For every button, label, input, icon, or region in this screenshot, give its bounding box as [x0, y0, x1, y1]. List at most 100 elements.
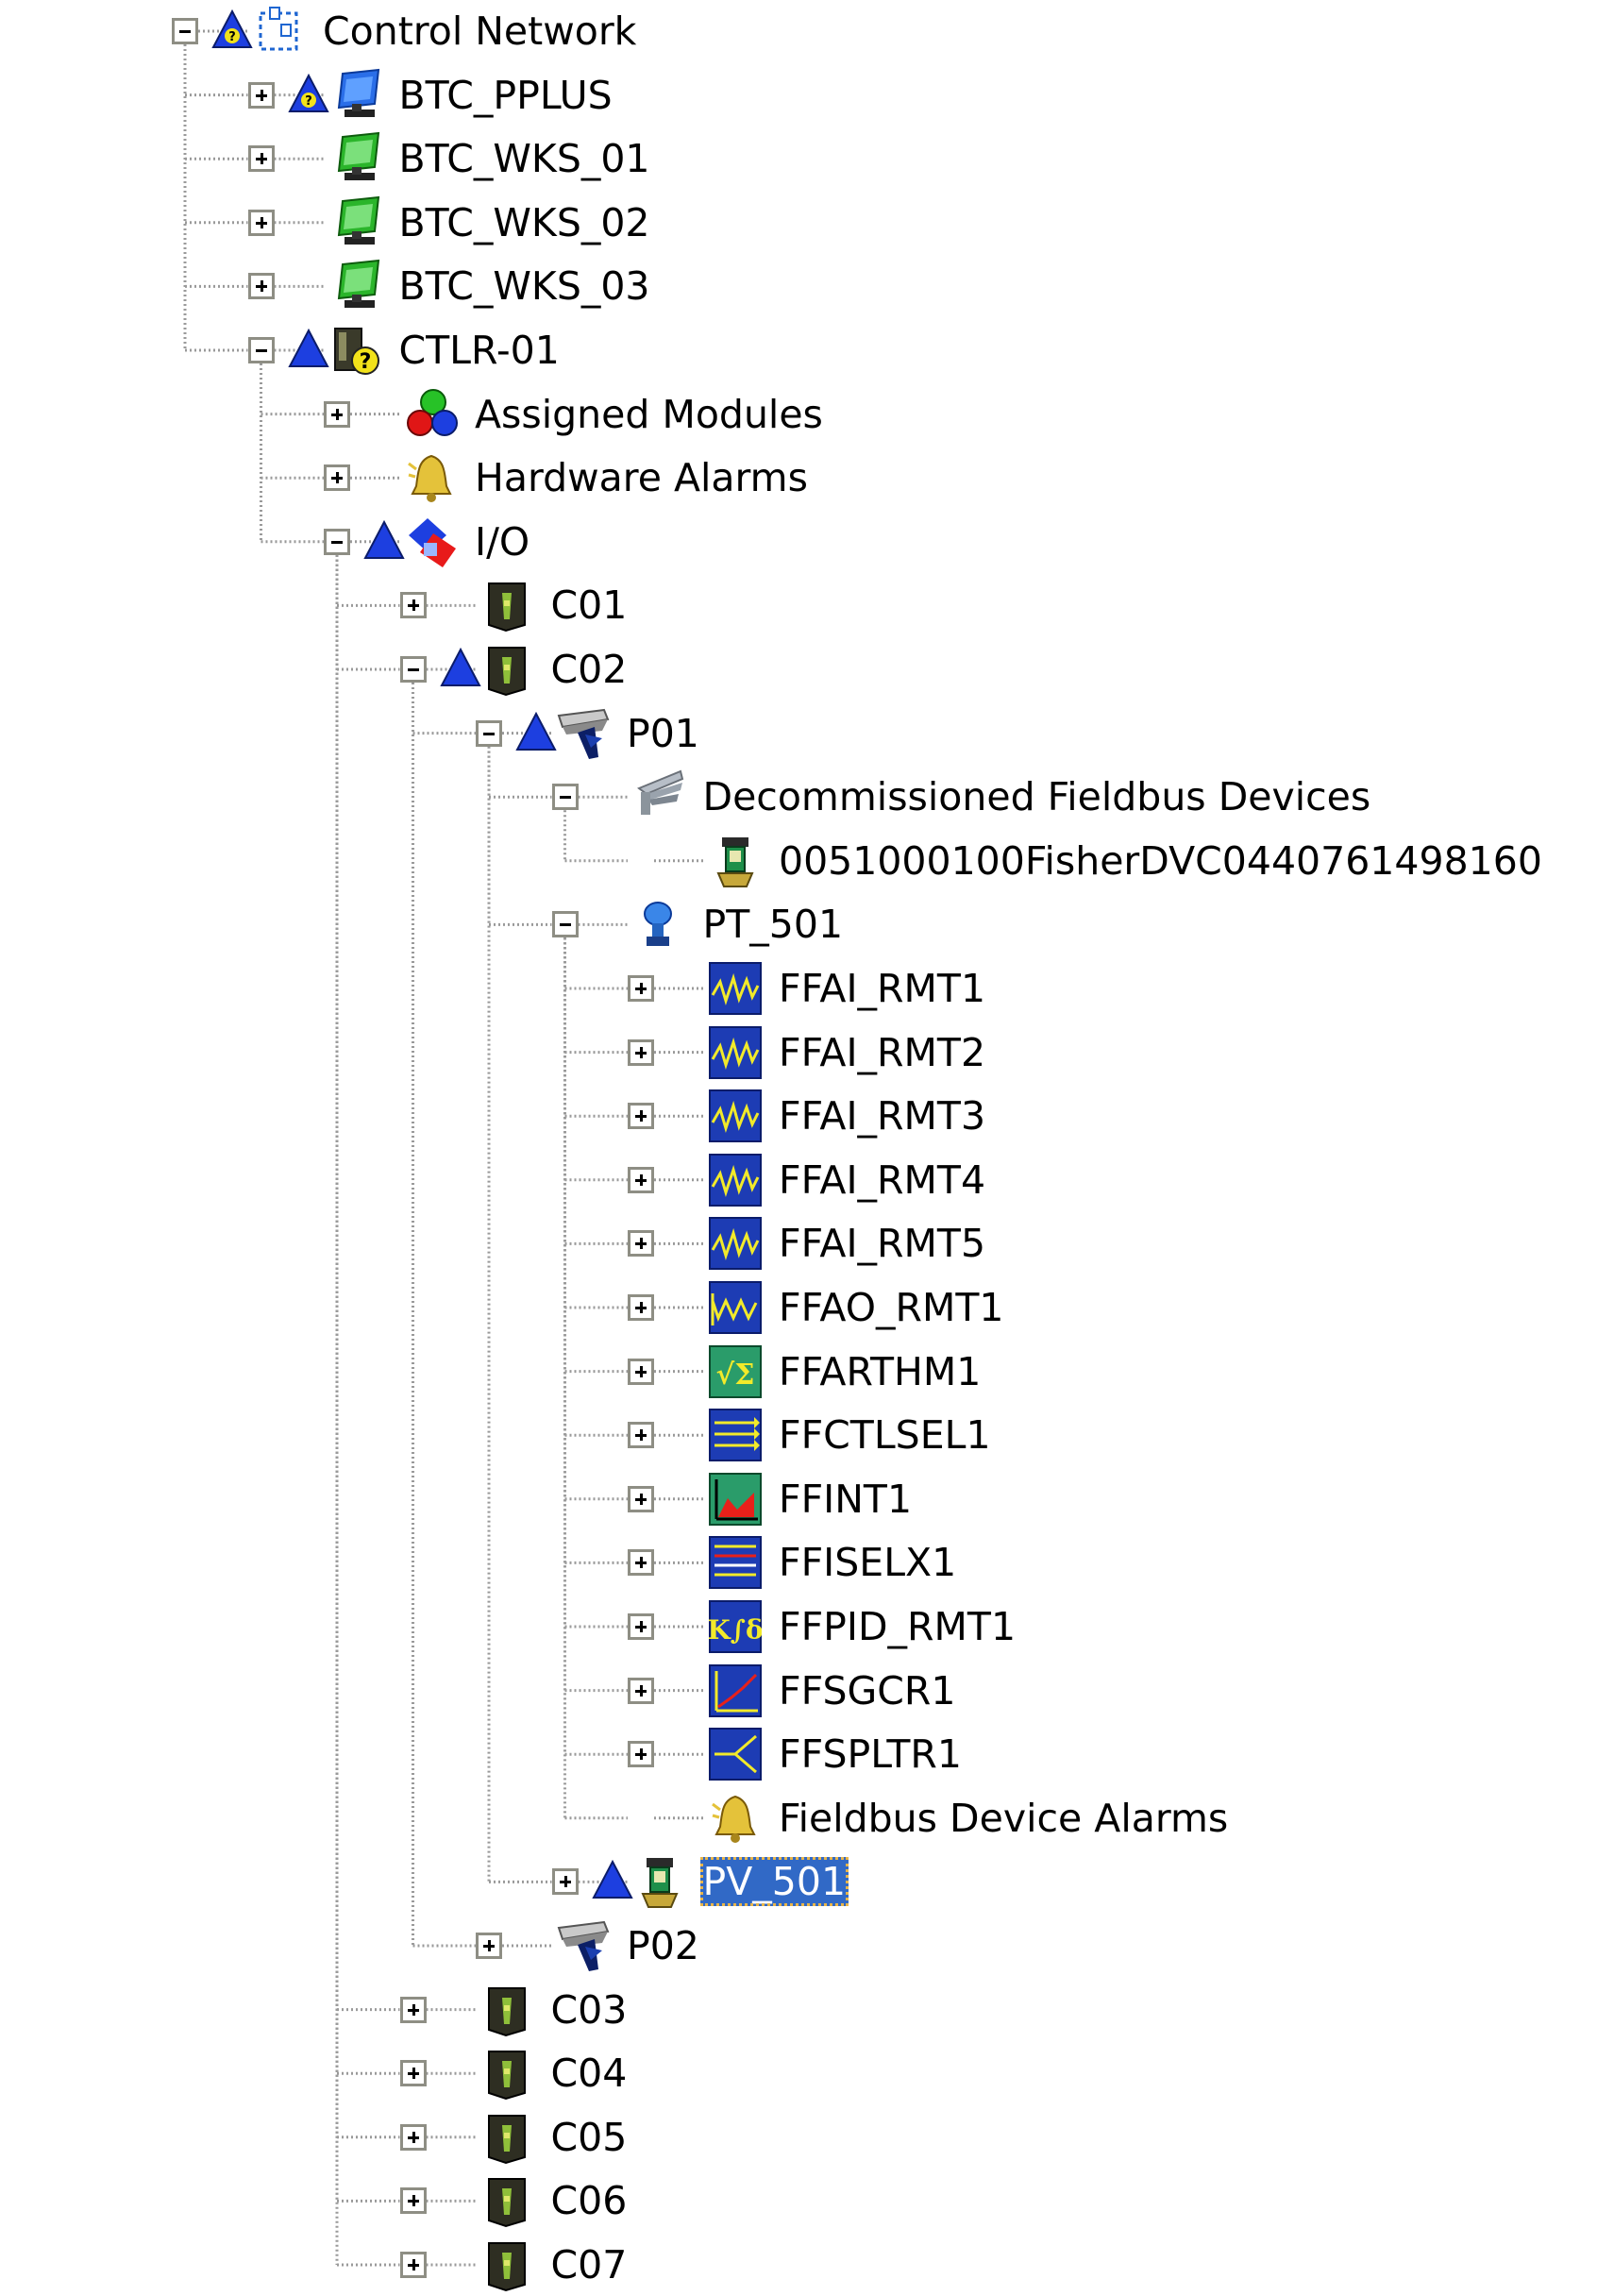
expand-plus-icon[interactable] — [628, 1166, 654, 1193]
tree-item-label[interactable]: P01 — [627, 710, 699, 756]
expand-plus-icon[interactable] — [628, 1677, 654, 1704]
tree-item-label[interactable]: Fieldbus Device Alarms — [779, 1795, 1229, 1841]
tree-item-fieldbus-device-alarms[interactable]: Fieldbus Device Alarms — [0, 1787, 1597, 1849]
tree-item-pv-501[interactable]: PV_501 — [0, 1850, 1597, 1913]
tree-item-label[interactable]: FFAI_RMT1 — [779, 966, 986, 1011]
tree-item-hardware-alarms[interactable]: Hardware Alarms — [0, 447, 1597, 509]
expand-plus-icon[interactable] — [628, 1613, 654, 1640]
tree-item-label[interactable]: C03 — [550, 1986, 628, 2033]
tree-item-btc-wks-03[interactable]: BTC_WKS_03 — [0, 255, 1597, 317]
collapse-minus-icon[interactable] — [551, 784, 579, 811]
tree-item-label[interactable]: CTLR-01 — [398, 328, 560, 373]
tree-item-c07[interactable]: C07 — [0, 2234, 1597, 2296]
tree-item-label[interactable]: FFAO_RMT1 — [779, 1285, 1004, 1330]
tree-item-decommissioned-fieldbus-devices[interactable]: Decommissioned Fieldbus Devices — [0, 766, 1597, 828]
expand-plus-icon[interactable] — [628, 1358, 654, 1385]
tree-item-p02[interactable]: P02 — [0, 1915, 1597, 1977]
tree-item-ffctlsel1[interactable]: FFCTLSEL1 — [0, 1404, 1597, 1466]
expand-plus-icon[interactable] — [247, 145, 275, 173]
expand-plus-icon[interactable] — [399, 1996, 427, 2023]
expand-plus-icon[interactable] — [628, 1549, 654, 1577]
tree-item-ffint1[interactable]: FFINT1 — [0, 1468, 1597, 1530]
tree-item-label[interactable]: P02 — [627, 1923, 699, 1968]
tree-item-label[interactable]: C06 — [550, 2178, 628, 2224]
tree-item-label[interactable]: FFSGCR1 — [779, 1667, 956, 1714]
tree-item-pt-501[interactable]: PT_501 — [0, 893, 1597, 955]
tree-item-btc-pplus[interactable]: ?BTC_PPLUS — [0, 64, 1597, 127]
tree-item-label[interactable]: FFSPLTR1 — [779, 1731, 963, 1778]
expand-plus-icon[interactable] — [551, 1868, 579, 1896]
tree-item-ffai-rmt4[interactable]: FFAI_RMT4 — [0, 1149, 1597, 1211]
tree-item-label[interactable]: Decommissioned Fieldbus Devices — [702, 774, 1371, 820]
expand-plus-icon[interactable] — [476, 1933, 502, 1959]
expand-plus-icon[interactable] — [324, 400, 350, 428]
collapse-minus-icon[interactable] — [476, 719, 502, 747]
expand-plus-icon[interactable] — [399, 2060, 427, 2087]
tree-item-c02[interactable]: C02 — [0, 638, 1597, 701]
tree-item-ffao-rmt1[interactable]: FFAO_RMT1 — [0, 1276, 1597, 1339]
expand-plus-icon[interactable] — [399, 2187, 427, 2215]
tree-item-ffsgcr1[interactable]: FFSGCR1 — [0, 1660, 1597, 1722]
expand-plus-icon[interactable] — [628, 1038, 654, 1066]
tree-item-ffiselx1[interactable]: FFISELX1 — [0, 1531, 1597, 1594]
tree-item-label[interactable]: BTC_WKS_03 — [398, 263, 650, 310]
tree-item-i-o[interactable]: I/O — [0, 511, 1597, 573]
tree-item-label[interactable]: 0051000100FisherDVC0440761498160 — [779, 837, 1542, 884]
tree-item-label[interactable]: FFCTLSEL1 — [779, 1412, 991, 1459]
tree-item-label[interactable]: C07 — [550, 2242, 628, 2288]
expand-plus-icon[interactable] — [628, 1230, 654, 1258]
expand-plus-icon[interactable] — [399, 2252, 427, 2278]
expand-plus-icon[interactable] — [628, 1294, 654, 1321]
collapse-minus-icon[interactable] — [399, 656, 427, 683]
tree-item-0051000100fisherdvc0440761498160[interactable]: 0051000100FisherDVC0440761498160 — [0, 830, 1597, 892]
tree-item-label[interactable]: FFPID_RMT1 — [779, 1604, 1017, 1649]
expand-plus-icon[interactable] — [399, 2123, 427, 2151]
tree-item-label[interactable]: C04 — [550, 2051, 628, 2097]
tree-item-label[interactable]: PV_501 — [699, 1857, 849, 1907]
tree-item-label[interactable]: BTC_WKS_01 — [398, 136, 650, 182]
tree-item-c04[interactable]: C04 — [0, 2042, 1597, 2104]
expand-plus-icon[interactable] — [628, 975, 654, 1002]
expand-plus-icon[interactable] — [628, 1422, 654, 1449]
tree-item-label[interactable]: BTC_WKS_02 — [398, 199, 650, 245]
tree-item-c06[interactable]: C06 — [0, 2169, 1597, 2232]
tree-item-btc-wks-02[interactable]: BTC_WKS_02 — [0, 192, 1597, 254]
tree-item-c01[interactable]: C01 — [0, 574, 1597, 636]
expand-plus-icon[interactable] — [628, 1485, 654, 1512]
tree-item-label[interactable]: C02 — [550, 647, 628, 692]
expand-plus-icon[interactable] — [324, 464, 350, 492]
tree-item-label[interactable]: FFAI_RMT2 — [779, 1029, 986, 1075]
tree-item-label[interactable]: PT_501 — [702, 902, 844, 948]
expand-plus-icon[interactable] — [628, 1103, 654, 1130]
tree-item-c05[interactable]: C05 — [0, 2106, 1597, 2169]
tree-item-ffai-rmt1[interactable]: FFAI_RMT1 — [0, 957, 1597, 1020]
tree-item-c03[interactable]: C03 — [0, 1979, 1597, 2041]
expand-plus-icon[interactable] — [247, 81, 275, 109]
tree-item-control-network[interactable]: ?Control Network — [0, 0, 1597, 62]
tree-item-label[interactable]: BTC_PPLUS — [398, 72, 613, 118]
tree-item-label[interactable]: Assigned Modules — [475, 391, 823, 437]
tree-item-ffai-rmt3[interactable]: FFAI_RMT3 — [0, 1085, 1597, 1147]
tree-item-label[interactable]: FFAI_RMT5 — [779, 1221, 986, 1267]
tree-item-label[interactable]: FFAI_RMT3 — [779, 1093, 986, 1140]
collapse-minus-icon[interactable] — [172, 18, 198, 44]
tree-item-p01[interactable]: P01 — [0, 702, 1597, 765]
expand-plus-icon[interactable] — [247, 273, 275, 300]
tree-item-label[interactable]: FFAI_RMT4 — [779, 1156, 986, 1203]
tree-item-label[interactable]: FFINT1 — [779, 1476, 913, 1522]
tree-item-label[interactable]: Hardware Alarms — [475, 455, 808, 501]
tree-item-ctlr-01[interactable]: ?CTLR-01 — [0, 319, 1597, 381]
tree-item-label[interactable]: Control Network — [323, 8, 637, 54]
collapse-minus-icon[interactable] — [324, 528, 350, 555]
tree-item-ffai-rmt2[interactable]: FFAI_RMT2 — [0, 1021, 1597, 1084]
tree-item-label[interactable]: I/O — [475, 518, 530, 565]
tree-item-ffspltr1[interactable]: FFSPLTR1 — [0, 1723, 1597, 1785]
tree-item-btc-wks-01[interactable]: BTC_WKS_01 — [0, 127, 1597, 190]
expand-plus-icon[interactable] — [247, 209, 275, 236]
tree-item-ffai-rmt5[interactable]: FFAI_RMT5 — [0, 1212, 1597, 1275]
expand-plus-icon[interactable] — [399, 592, 427, 619]
tree-item-assigned-modules[interactable]: Assigned Modules — [0, 383, 1597, 446]
